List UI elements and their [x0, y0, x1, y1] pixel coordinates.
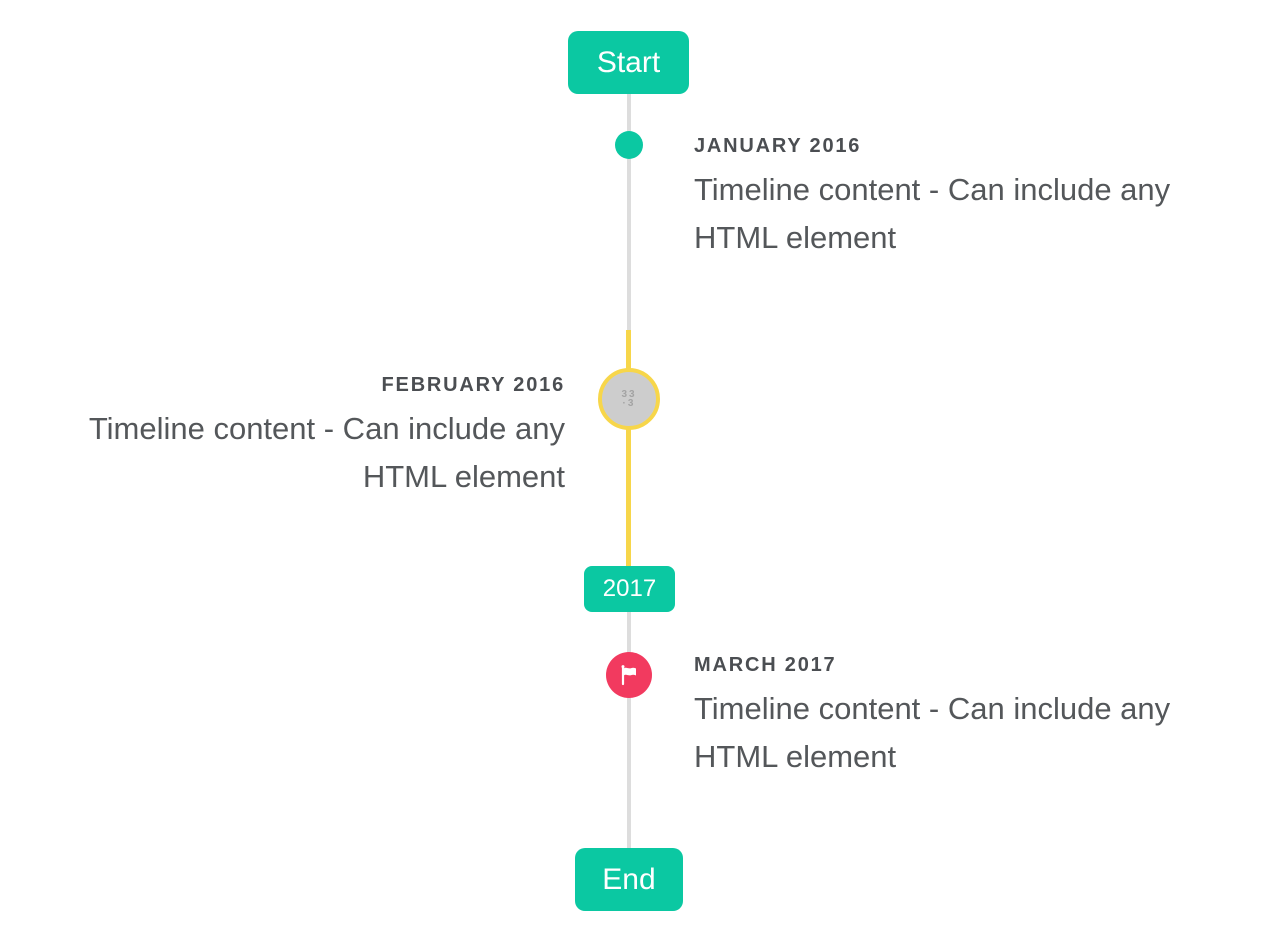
end-badge-label: End: [602, 862, 656, 896]
entry-title: JANUARY 2016: [694, 135, 862, 157]
year-badge-2017: 2017: [584, 566, 675, 612]
flag-icon: [617, 663, 641, 687]
end-badge: End: [575, 848, 683, 911]
marker-avatar-february[interactable]: 33 ·3: [598, 368, 660, 430]
timeline-line-upper: [627, 94, 631, 330]
timeline-line-lower: [627, 611, 631, 848]
entry-march: MARCH 2017 Timeline content - Can includ…: [694, 653, 1234, 781]
start-badge: Start: [568, 31, 689, 94]
year-badge-label: 2017: [602, 575, 657, 602]
entry-content: Timeline content - Can include any HTML …: [88, 411, 565, 494]
timeline-line-highlighted-segment: [626, 330, 631, 567]
avatar-placeholder-glyph: 33 ·3: [621, 389, 637, 409]
entry-january: JANUARY 2016 Timeline content - Can incl…: [694, 134, 1234, 262]
entry-content: Timeline content - Can include any HTML …: [694, 691, 1171, 774]
entry-content: Timeline content - Can include any HTML …: [694, 172, 1171, 255]
entry-february: FEBRUARY 2016 Timeline content - Can inc…: [25, 373, 565, 501]
entry-title: FEBRUARY 2016: [381, 374, 565, 396]
start-badge-label: Start: [596, 45, 661, 79]
marker-flag-march[interactable]: [606, 652, 652, 698]
entry-title: MARCH 2017: [694, 654, 837, 676]
marker-dot-january[interactable]: [615, 131, 643, 159]
